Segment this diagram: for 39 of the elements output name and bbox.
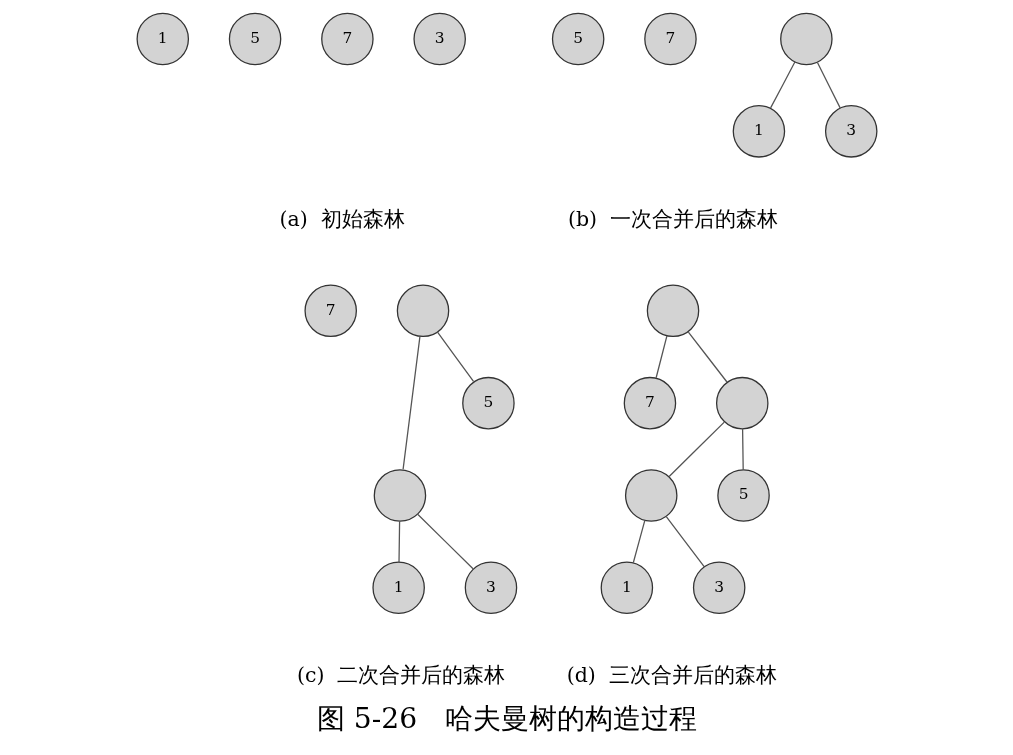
node-circle — [373, 469, 426, 522]
node-circle: 3 — [692, 561, 745, 615]
connector — [769, 61, 795, 109]
node-circle: 7 — [623, 376, 676, 430]
connector — [416, 513, 474, 570]
node-circle: 1 — [136, 12, 189, 66]
connector — [436, 331, 474, 382]
label: (b) 一次合并后的森林 — [567, 206, 778, 231]
connector — [665, 516, 705, 568]
label: (d) 三次合并后的森林 — [566, 663, 777, 688]
node-circle — [779, 12, 833, 66]
node-circle: 3 — [824, 105, 877, 158]
connector — [632, 519, 645, 564]
label: (c) 二次合并后的森林 — [296, 663, 505, 688]
node-circle — [715, 376, 769, 430]
node-circle — [624, 469, 677, 522]
node-circle: 5 — [716, 469, 770, 522]
node-circle: 1 — [371, 561, 425, 615]
node-circle: 3 — [464, 561, 517, 615]
node-circle — [646, 284, 699, 338]
connector — [668, 421, 725, 478]
node-circle: 7 — [303, 284, 357, 338]
diagram-title: 图 5-26 哈夫曼树的构造过程 — [316, 702, 697, 736]
connector — [741, 428, 744, 471]
node-circle: 5 — [551, 12, 604, 66]
node-circle: 5 — [228, 12, 281, 66]
node-circle: 1 — [600, 561, 653, 615]
node-circle: 7 — [320, 12, 374, 66]
connector — [816, 61, 841, 109]
node-circle — [396, 284, 449, 338]
node-circle: 5 — [461, 376, 515, 430]
node-circle: 1 — [732, 105, 785, 158]
connector — [401, 336, 421, 471]
connector — [687, 331, 728, 383]
connector — [655, 335, 667, 379]
node-circle: 7 — [643, 12, 697, 66]
connector — [397, 520, 400, 563]
node-circle: 3 — [412, 12, 466, 66]
label: (a) 初始森林 — [279, 206, 405, 231]
